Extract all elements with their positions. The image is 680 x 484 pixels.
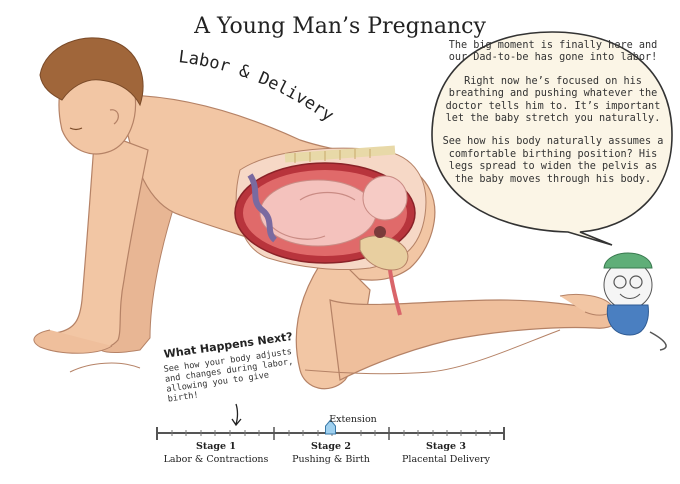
stage-3[interactable]: Stage 3 Placental Delivery <box>381 441 511 465</box>
anatomy-cutaway <box>234 145 427 316</box>
stage-name: Stage 2 <box>310 441 351 452</box>
stage-name: Stage 1 <box>195 441 236 452</box>
timeline-marker-label: Extension <box>329 414 377 425</box>
stage-name: Stage 3 <box>425 441 466 452</box>
speech-bubble <box>431 31 673 246</box>
timeline-graphic <box>156 419 505 440</box>
doctor-mascot <box>603 252 667 351</box>
stage-1[interactable]: Stage 1 Labor & Contractions <box>151 441 281 465</box>
timeline-marker[interactable] <box>325 419 336 435</box>
arrow-icon <box>231 403 242 427</box>
bubble-paragraph: Right now he’s focused on his breathing … <box>445 75 661 125</box>
stage-desc: Placental Delivery <box>402 454 490 465</box>
bubble-text: The big moment is finally here and our D… <box>442 40 664 197</box>
page-title: A Young Man’s Pregnancy <box>194 14 486 39</box>
stage-2[interactable]: Stage 2 Pushing & Birth <box>266 441 396 465</box>
bubble-paragraph: See how his body naturally assumes a com… <box>442 136 664 185</box>
stage-desc: Labor & Contractions <box>163 454 269 465</box>
stage-desc: Pushing & Birth <box>292 454 370 465</box>
bubble-paragraph: The big moment is finally here and our D… <box>448 40 658 64</box>
